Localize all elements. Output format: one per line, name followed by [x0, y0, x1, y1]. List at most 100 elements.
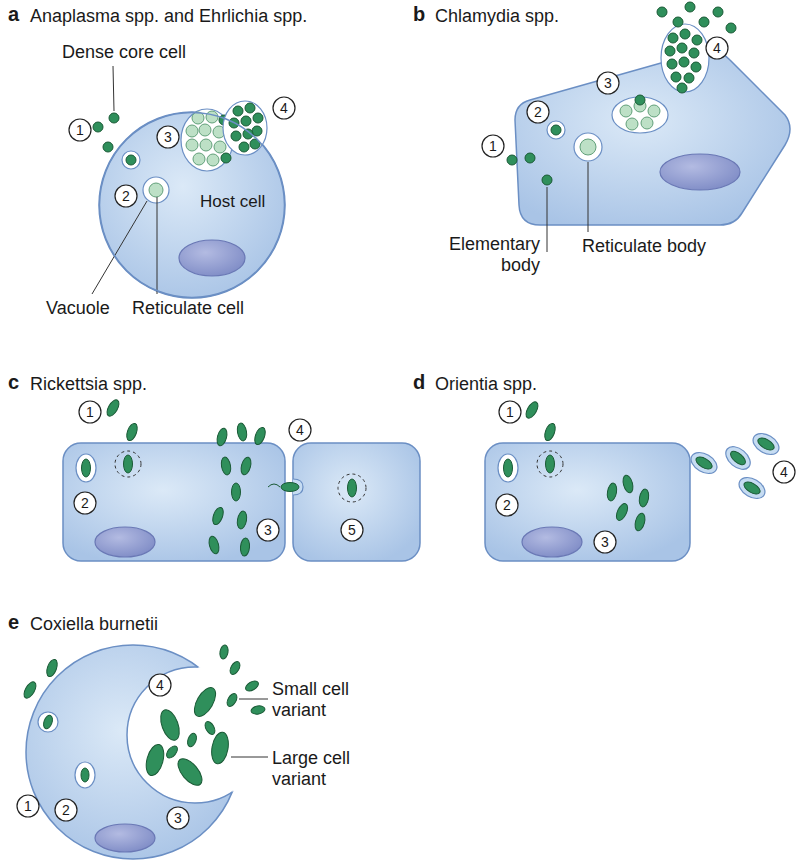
- callout-number: 3: [256, 518, 280, 542]
- panel-b-art-shape: [626, 118, 638, 130]
- callout-number: 2: [526, 100, 550, 124]
- panel-c-art-shape: [211, 506, 226, 526]
- panel-d-art-shape: [742, 480, 762, 497]
- panel-a-art-shape: [253, 113, 263, 123]
- panel-a-art-shape: [186, 125, 198, 137]
- panel-b-art-shape: [677, 83, 687, 93]
- panel-c-art-shape: [215, 427, 228, 447]
- panel-c-art-shape: [115, 451, 141, 477]
- callout-ring: [115, 185, 137, 207]
- panel-d-art-shape: [543, 422, 558, 442]
- panel-a-art-shape: [231, 131, 241, 141]
- panel-b-art-shape: [692, 35, 702, 45]
- panel-b-art-shape: [671, 72, 681, 82]
- panel-d-art-shape: [638, 488, 650, 507]
- panel-d-art-shape: [498, 454, 518, 482]
- callout-number: 4: [772, 460, 796, 484]
- panel-d-art-shape: [721, 442, 754, 474]
- callout-ring: [289, 419, 311, 441]
- panel-e-art-shape: [209, 731, 230, 765]
- callout-ring: [149, 674, 171, 696]
- callout-number: 2: [503, 497, 511, 513]
- panel-d-art-shape: [546, 455, 555, 473]
- panel-a-art-shape: [109, 113, 119, 123]
- panel-b-art-shape: [574, 133, 602, 161]
- panel-a-art-shape: [103, 142, 113, 152]
- structure-label: Elementary body: [440, 234, 540, 276]
- panel-e-art: [22, 644, 268, 859]
- callout-number: 4: [705, 36, 729, 60]
- structure-label: Large cell variant: [272, 748, 372, 790]
- panel-c-art-shape: [95, 527, 155, 557]
- panel-b-art-shape: [507, 155, 517, 165]
- panel-title: Orientia spp.: [435, 374, 537, 395]
- panel-b-art-shape: [713, 7, 723, 17]
- panel-e-art-shape: [190, 684, 220, 720]
- panel-a-art-shape: [143, 177, 169, 203]
- panel-e-art-shape: [26, 645, 240, 859]
- panel-d-art-shape: [614, 502, 630, 522]
- structure-label: Vacuole: [46, 298, 110, 319]
- panel-b-art-shape: [588, 162, 589, 232]
- callout-number: 2: [62, 802, 70, 818]
- panel-b-art-shape: [648, 105, 660, 117]
- panel-a-art-shape: [223, 101, 267, 155]
- panel-letter: e: [8, 612, 19, 633]
- callout-number: 3: [601, 534, 609, 550]
- callout-ring: [341, 519, 363, 541]
- panel-b-art-shape: [547, 187, 548, 252]
- panel-a-art-shape: [186, 139, 198, 151]
- panel-c-art-shape: [253, 426, 268, 446]
- panel-e-art-shape: [203, 720, 217, 736]
- panel-b-art-shape: [691, 62, 701, 72]
- host-cell-border: [100, 113, 285, 298]
- panel-b-art-shape: [551, 125, 561, 135]
- panel-c-art-shape: [236, 422, 248, 441]
- panel-d-art-shape: [749, 429, 782, 459]
- panel-e-art-shape: [127, 667, 263, 803]
- panel-a-art-shape: [221, 153, 231, 163]
- callout-ring: [167, 807, 189, 829]
- callout-number: 3: [264, 522, 272, 538]
- panel-c-art-shape: [125, 422, 140, 442]
- panel-e-art-shape: [231, 757, 268, 758]
- panel-a-art-shape: [157, 197, 158, 294]
- panel-d-art-shape: [728, 449, 748, 467]
- panel-c-art-shape: [63, 443, 285, 561]
- panel-b-art-shape: [689, 48, 699, 58]
- panel-e-art-shape: [42, 714, 54, 730]
- panel-b-art-shape: [668, 33, 678, 43]
- panel-b-art-shape: [679, 57, 689, 67]
- callout-ring: [273, 97, 295, 119]
- panel-a-art-shape: [99, 112, 285, 298]
- panel-b-art-shape: [661, 24, 709, 92]
- panel-b-art-shape: [660, 154, 740, 190]
- panel-e-art-shape: [186, 732, 198, 748]
- panel-c-art-shape: [239, 456, 252, 476]
- panel-e-art-shape: [239, 699, 268, 700]
- callout-ring: [597, 72, 619, 94]
- callout-number: 4: [713, 40, 721, 56]
- structure-label: Reticulate cell: [132, 298, 244, 319]
- callout-number: 2: [114, 184, 138, 208]
- callout-ring: [496, 494, 518, 516]
- callout-number: 2: [534, 104, 542, 120]
- callout-ring: [594, 531, 616, 553]
- panel-b-art: [507, 2, 790, 252]
- panel-title: Rickettsia spp.: [30, 374, 147, 395]
- panel-e-art-shape: [244, 679, 260, 693]
- panel-c-art-shape: [105, 398, 122, 418]
- callout-number: 4: [148, 673, 172, 697]
- panel-b-art-shape: [641, 117, 653, 129]
- panel-b-art-shape: [657, 7, 667, 17]
- panel-b-art-shape: [673, 17, 683, 27]
- panel-c-art-shape: [240, 538, 251, 557]
- callout-ring: [55, 799, 77, 821]
- callout-number: 1: [76, 122, 84, 138]
- callout-ring: [499, 401, 521, 423]
- panel-d-art-shape: [756, 436, 776, 453]
- panel-b-art-shape: [635, 95, 645, 105]
- panel-e-art-shape: [45, 658, 60, 678]
